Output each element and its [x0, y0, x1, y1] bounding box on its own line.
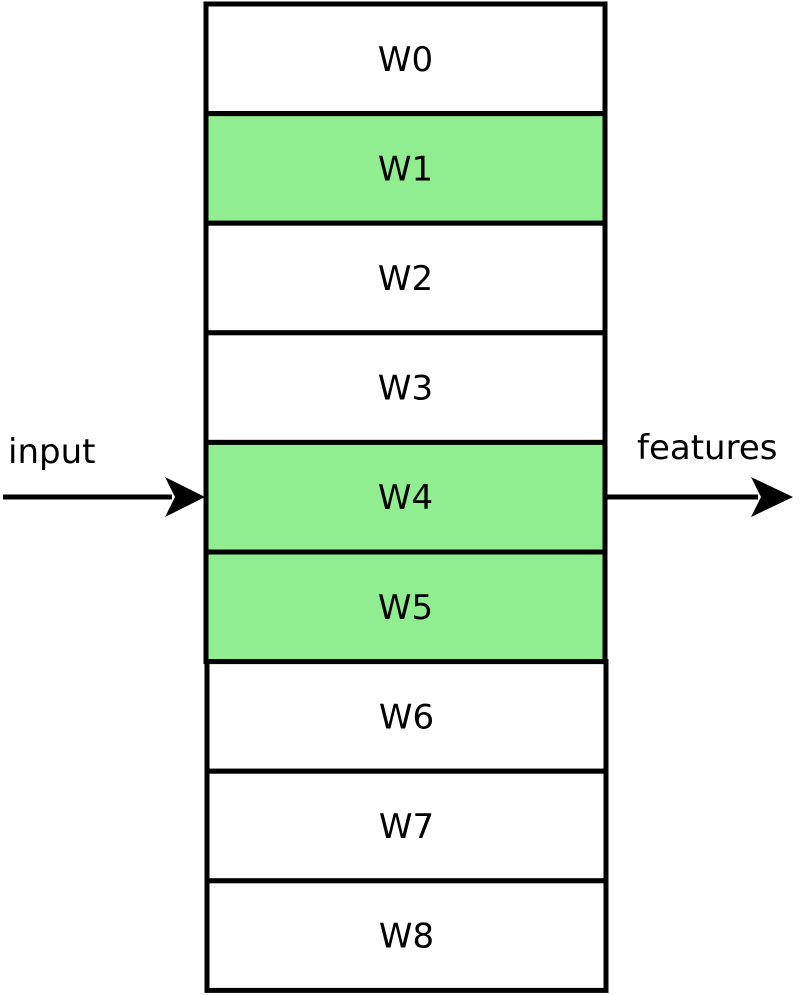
layer-box-w3: [203, 330, 608, 445]
layer-label-w4: W4: [378, 478, 433, 518]
layer-label-w6: W6: [379, 697, 434, 737]
output-label: features: [637, 428, 777, 468]
layer-box-w0: [203, 1, 608, 117]
layer-label-w1: W1: [378, 149, 433, 189]
input-arrow-head: [165, 477, 205, 517]
input-arrow: [3, 477, 205, 517]
input-label: input: [8, 432, 95, 472]
layer-box-w7: [204, 768, 609, 884]
output-arrow-head: [751, 477, 793, 517]
layer-label-w0: W0: [378, 40, 433, 80]
layer-box-w1: [203, 111, 608, 226]
layer-label-w7: W7: [379, 807, 434, 847]
output-arrow: [606, 477, 793, 517]
layer-box-w5: [203, 549, 608, 665]
layer-box-w8: [204, 878, 609, 993]
layer-label-w8: W8: [379, 917, 434, 957]
layer-label-w2: W2: [378, 259, 433, 299]
layer-label-w3: W3: [378, 369, 433, 409]
layer-label-w5: W5: [378, 588, 433, 628]
